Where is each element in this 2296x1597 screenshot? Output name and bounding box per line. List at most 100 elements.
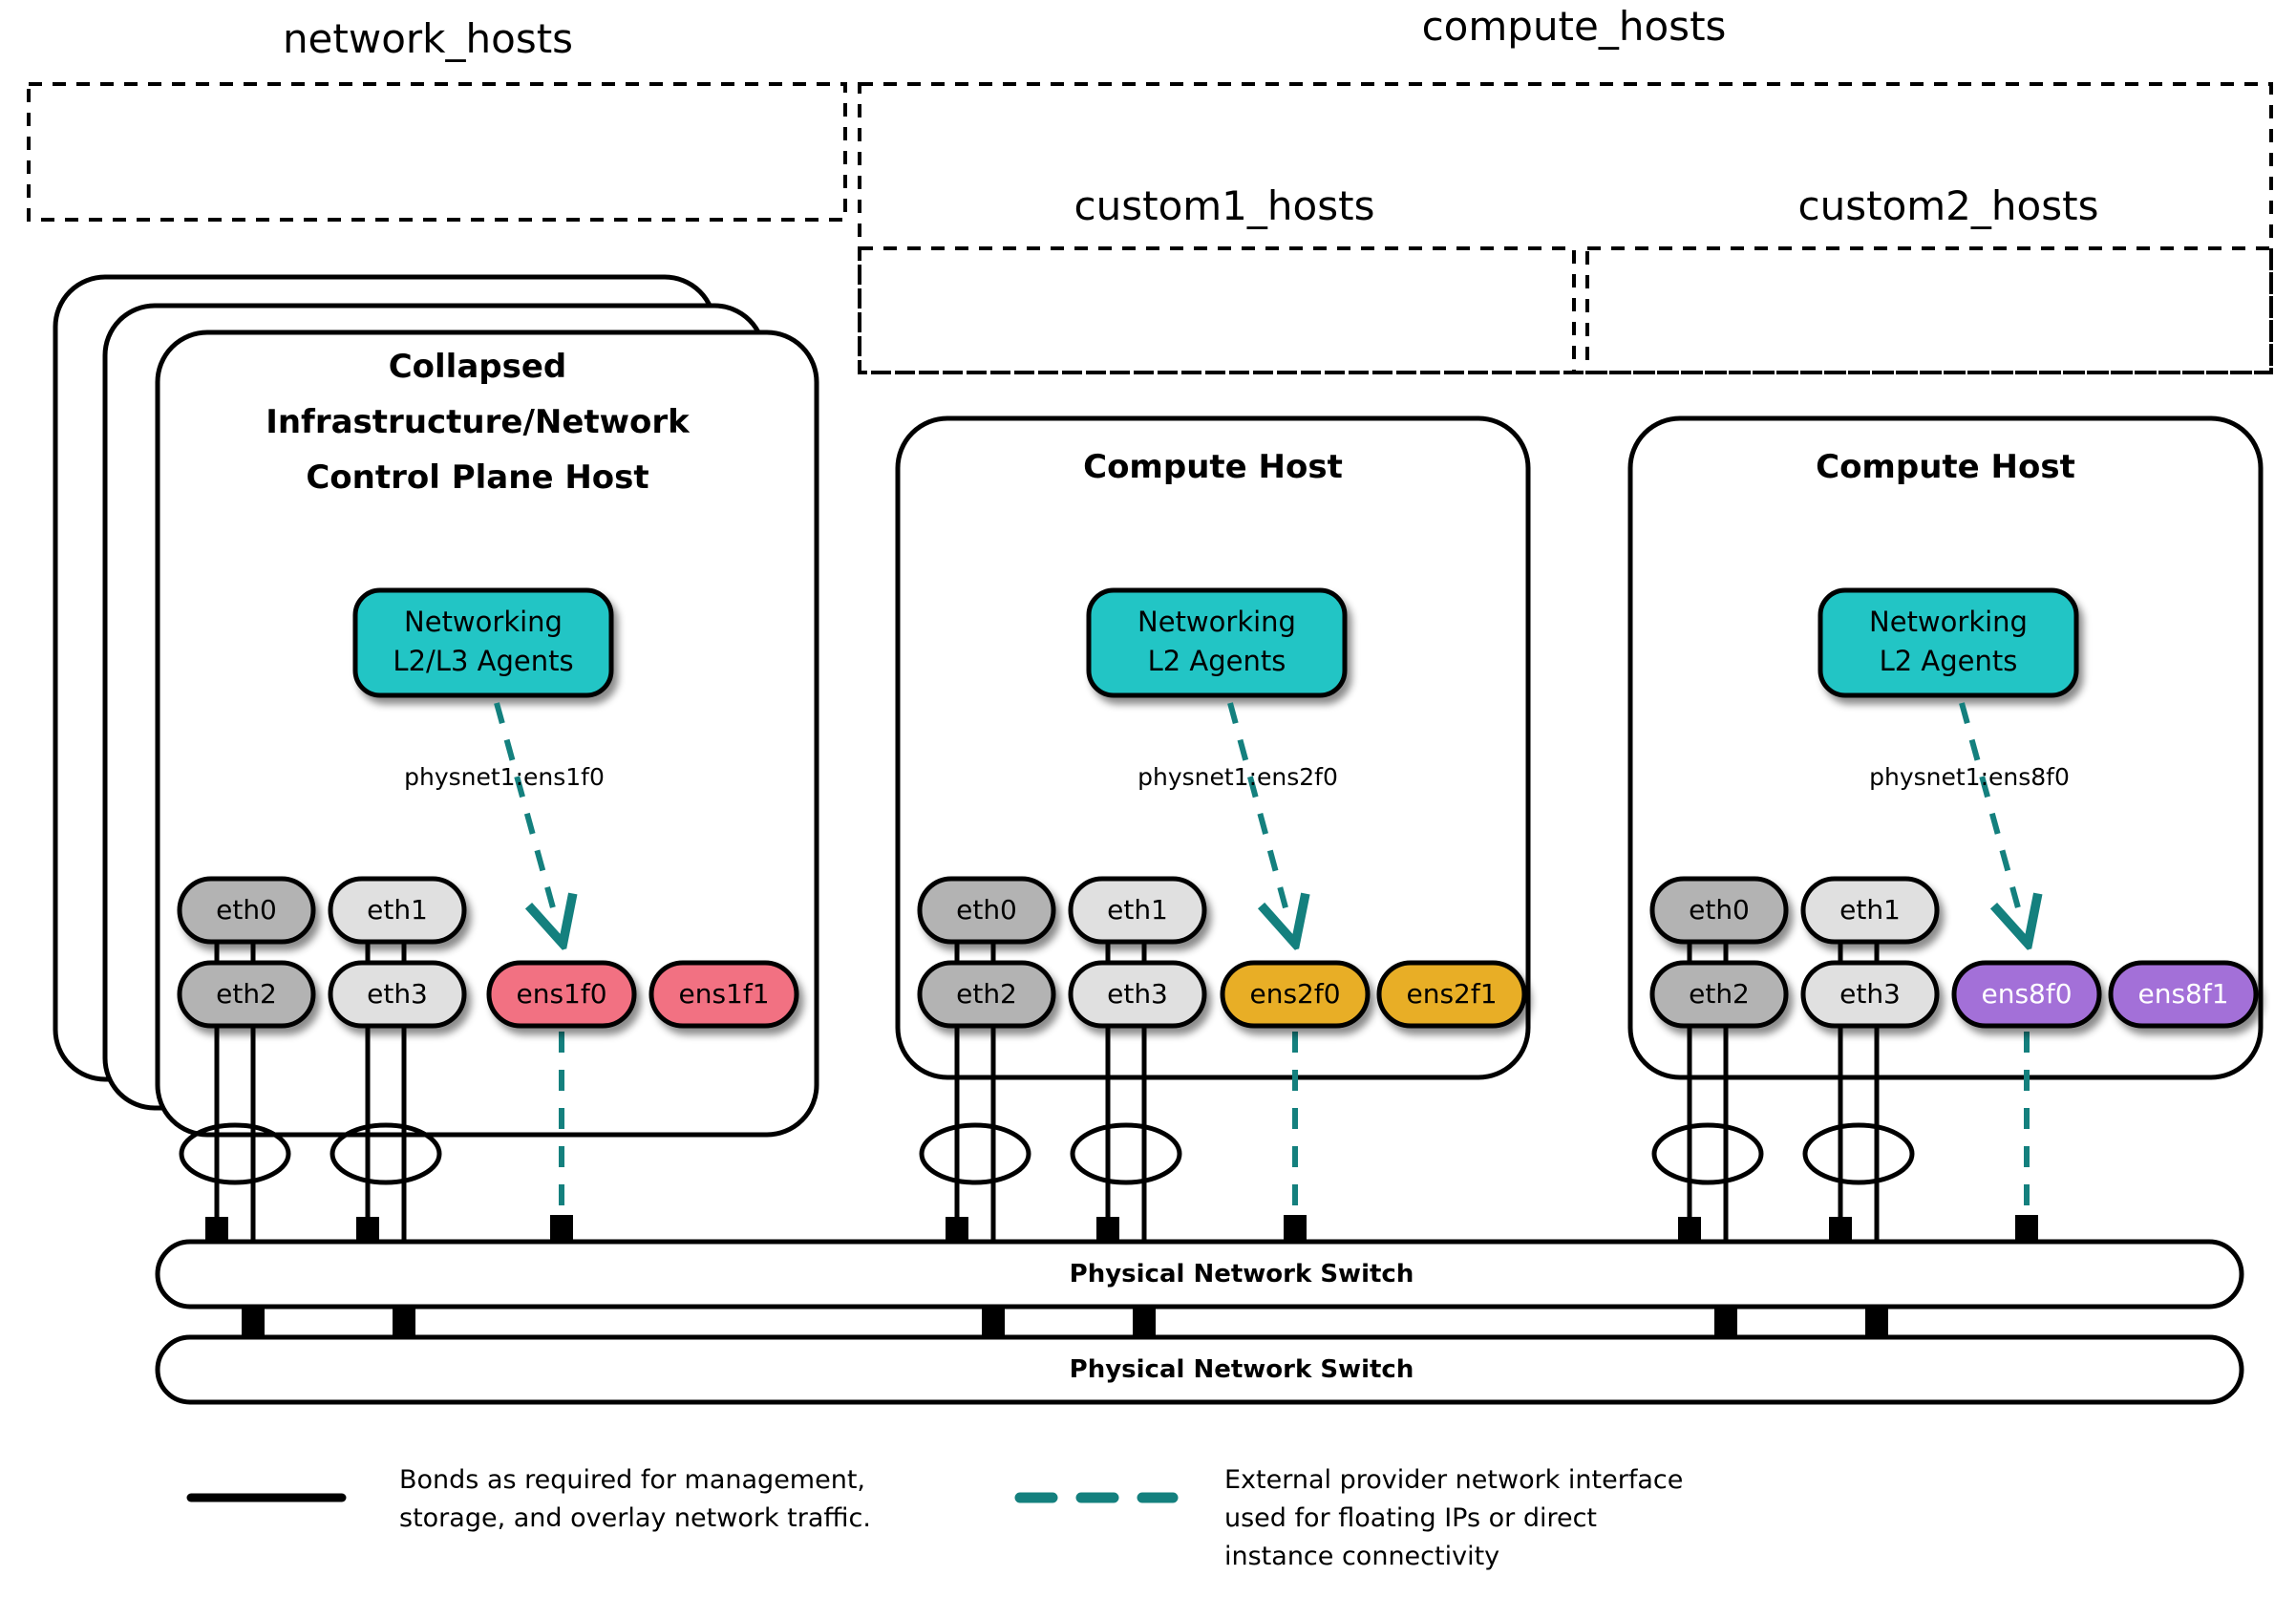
- nic-pill-c1-eth0[interactable]: eth0: [917, 876, 1056, 945]
- legend: Bonds as required for management, storag…: [186, 1465, 1683, 1571]
- nic-pill-c1-eth1[interactable]: eth1: [1068, 876, 1207, 945]
- agent-label-line-1: Networking: [404, 606, 563, 638]
- nic-pill-eth2[interactable]: eth2: [177, 960, 316, 1029]
- legend-provider-line-1: External provider network interface: [1224, 1465, 1683, 1495]
- physnet-label-host1: physnet1:ens1f0: [404, 763, 605, 791]
- host-title-compute-1: Compute Host: [1083, 448, 1343, 486]
- legend-provider-line-2: used for floating IPs or direct: [1224, 1503, 1597, 1533]
- agent-node-shape-compute-1: [1086, 587, 1348, 698]
- nic-pill-eth3[interactable]: eth3: [328, 960, 467, 1029]
- nic-pill-shape-c1-eth2: [917, 960, 1056, 1029]
- physnet-label-host2: physnet1:ens2f0: [1137, 763, 1338, 791]
- physnet-label-host3: physnet1:ens8f0: [1869, 763, 2070, 791]
- nic-label-c1-eth2: eth2: [956, 978, 1017, 1010]
- nic-pill-shape-c2-eth2: [1649, 960, 1789, 1029]
- group-compute-hosts: compute_hosts: [858, 3, 2273, 374]
- nic-pill-c1-eth2[interactable]: eth2: [917, 960, 1056, 1029]
- nic-pill-ens8f0[interactable]: ens8f0: [1951, 960, 2102, 1029]
- nic-pill-shape-ens1f0: [486, 960, 637, 1029]
- group-label-network-hosts: network_hosts: [283, 15, 573, 62]
- host-title-line-3: Control Plane Host: [306, 458, 648, 497]
- bond-ellipse-host1-b: [330, 1122, 442, 1185]
- group-label-custom1-hosts: custom1_hosts: [1074, 182, 1375, 229]
- nic-label-c2-eth3: eth3: [1839, 978, 1901, 1010]
- host-title-line-2: Infrastructure/Network: [266, 403, 691, 441]
- nic-label-ens2f0: ens2f0: [1249, 978, 1340, 1010]
- group-custom2-hosts: custom2_hosts: [1585, 182, 2273, 374]
- agent-node-shape: [352, 587, 614, 698]
- host-title-compute-2: Compute Host: [1816, 448, 2075, 486]
- bond-ellipse-host2-b: [1070, 1122, 1182, 1185]
- nic-pill-eth0[interactable]: eth0: [177, 876, 316, 945]
- group-custom1-hosts: custom1_hosts: [858, 182, 1576, 374]
- nic-pill-c2-eth2[interactable]: eth2: [1649, 960, 1789, 1029]
- switch-bar-top-shape: [155, 1239, 2244, 1310]
- legend-bonds-line-2: storage, and overlay network traffic.: [399, 1503, 871, 1533]
- nic-pill-shape-c1-eth3: [1068, 960, 1207, 1029]
- nic-pill-shape-ens2f0: [1220, 960, 1371, 1029]
- host-control-plane-host: Collapsed Infrastructure/Network Control…: [53, 274, 819, 1341]
- nic-label-ens8f0: ens8f0: [1981, 978, 2072, 1010]
- nic-pill-c2-eth0[interactable]: eth0: [1649, 876, 1789, 945]
- nic-pill-ens1f1[interactable]: ens1f1: [648, 960, 799, 1029]
- nic-label-eth1: eth1: [367, 894, 428, 926]
- physical-switch-bottom[interactable]: Physical Network Switch: [155, 1334, 2244, 1405]
- nic-pill-shape-c2-eth1: [1800, 876, 1940, 945]
- nic-pill-eth1[interactable]: eth1: [328, 876, 467, 945]
- host-card-front: [155, 330, 819, 1138]
- nic-label-ens2f1: ens2f1: [1406, 978, 1497, 1010]
- agent-node-l2-compute-2[interactable]: Networking L2 Agents: [1818, 587, 2079, 698]
- nic-label-ens8f1: ens8f1: [2137, 978, 2228, 1010]
- bond-ellipse-host3-a: [1651, 1122, 1764, 1185]
- nic-pill-shape-ens1f1: [648, 960, 799, 1029]
- host-title-line-1: Collapsed: [389, 348, 567, 386]
- agent-label-c2-line-2: L2 Agents: [1880, 645, 2018, 677]
- nic-pill-shape-c1-eth1: [1068, 876, 1207, 945]
- agent-label-c1-line-1: Networking: [1137, 606, 1296, 638]
- bond-ellipse-host2-a: [919, 1122, 1031, 1185]
- legend-bonds-line-1: Bonds as required for management,: [399, 1465, 865, 1495]
- nic-label-ens1f1: ens1f1: [678, 978, 769, 1010]
- legend-item-bonds: Bonds as required for management, storag…: [186, 1465, 871, 1533]
- nic-pill-shape-eth1: [328, 876, 467, 945]
- group-label-compute-hosts: compute_hosts: [1422, 3, 1727, 50]
- group-box-compute-hosts: [858, 82, 2273, 374]
- nic-pill-ens1f0[interactable]: ens1f0: [486, 960, 637, 1029]
- switch-label-top: Physical Network Switch: [1070, 1260, 1414, 1288]
- nic-pill-shape-ens8f0: [1951, 960, 2102, 1029]
- bond-ellipse-host1-a: [179, 1122, 291, 1185]
- agent-label-line-2: L2/L3 Agents: [393, 645, 573, 677]
- physical-switch-top[interactable]: Physical Network Switch: [155, 1239, 2244, 1310]
- nic-pill-shape-c2-eth3: [1800, 960, 1940, 1029]
- agent-node-l2-compute-1[interactable]: Networking L2 Agents: [1086, 587, 1348, 698]
- legend-item-provider: External provider network interface used…: [1014, 1465, 1683, 1571]
- bond-ellipse-host3-b: [1802, 1122, 1915, 1185]
- nic-label-c1-eth3: eth3: [1107, 978, 1168, 1010]
- nic-pill-ens8f1[interactable]: ens8f1: [2108, 960, 2259, 1029]
- switch-label-bottom: Physical Network Switch: [1070, 1355, 1414, 1384]
- nic-pill-shape-ens2f1: [1376, 960, 1527, 1029]
- group-box-custom1-hosts: [858, 246, 1576, 374]
- agent-label-c2-line-1: Networking: [1869, 606, 2028, 638]
- agent-node-l2l3[interactable]: Networking L2/L3 Agents: [352, 587, 614, 698]
- nic-pill-ens2f0[interactable]: ens2f0: [1220, 960, 1371, 1029]
- nic-pill-c2-eth3[interactable]: eth3: [1800, 960, 1940, 1029]
- nic-pill-ens2f1[interactable]: ens2f1: [1376, 960, 1527, 1029]
- nic-label-eth0: eth0: [216, 894, 277, 926]
- nic-pill-shape-eth2: [177, 960, 316, 1029]
- nic-pill-c2-eth1[interactable]: eth1: [1800, 876, 1940, 945]
- nic-label-eth3: eth3: [367, 978, 428, 1010]
- nic-pill-c1-eth3[interactable]: eth3: [1068, 960, 1207, 1029]
- nic-pill-shape-eth3: [328, 960, 467, 1029]
- nic-label-c2-eth0: eth0: [1689, 894, 1750, 926]
- nic-pill-shape-ens8f1: [2108, 960, 2259, 1029]
- nic-label-c1-eth0: eth0: [956, 894, 1017, 926]
- group-box-custom2-hosts: [1585, 246, 2273, 374]
- switch-bar-bottom-shape: [155, 1334, 2244, 1405]
- nic-label-c2-eth1: eth1: [1839, 894, 1901, 926]
- nic-label-eth2: eth2: [216, 978, 277, 1010]
- group-network-hosts: network_hosts: [27, 15, 847, 222]
- nic-label-c2-eth2: eth2: [1689, 978, 1750, 1010]
- host-compute-host-2: Compute Host Networking L2 Agents physne…: [1627, 415, 2264, 1341]
- nic-pill-shape-c1-eth0: [917, 876, 1056, 945]
